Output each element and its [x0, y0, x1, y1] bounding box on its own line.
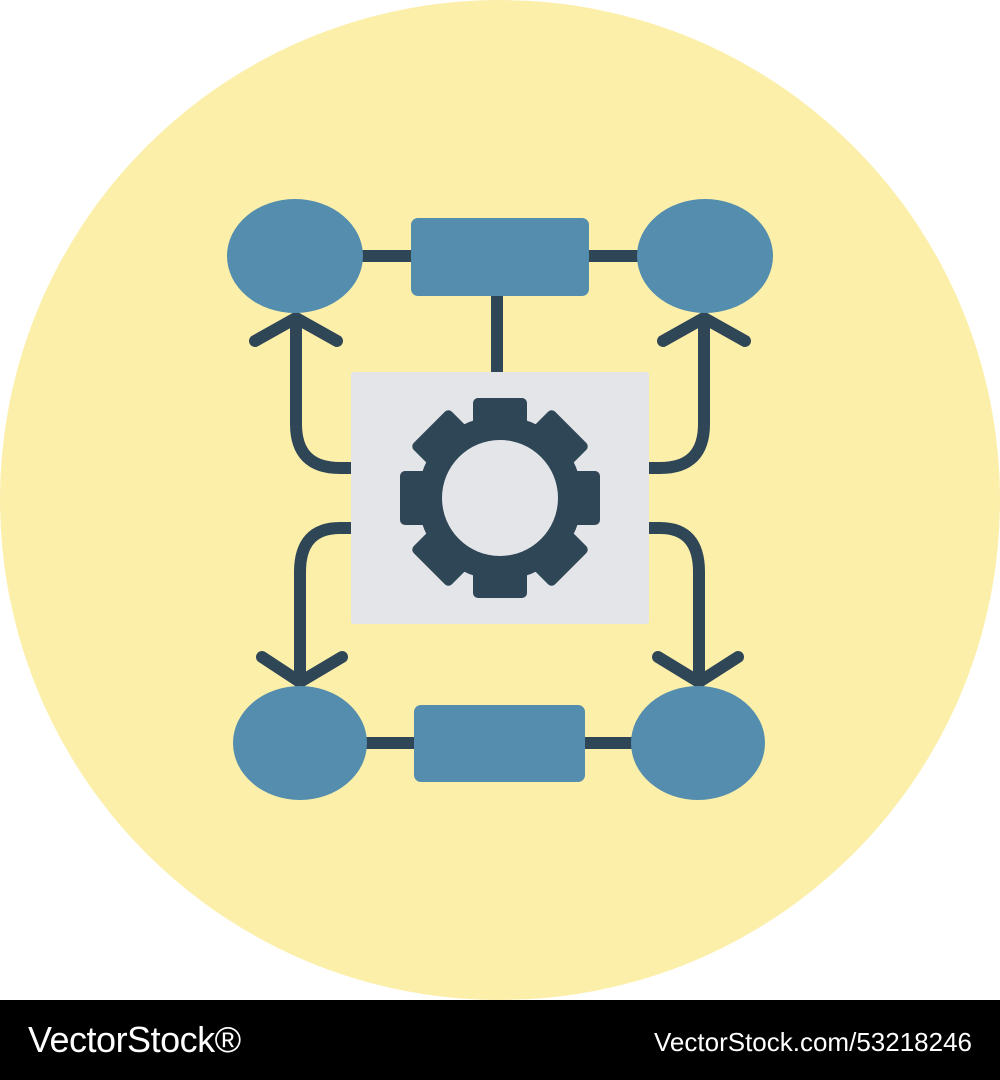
- bottom-rectangle-node: [414, 705, 585, 782]
- arrow-up-right: [642, 312, 710, 474]
- arrow-up-left: [290, 312, 358, 474]
- arrow-down-right-head: [652, 651, 744, 688]
- vectorstock-logo: VectorStock®: [28, 1019, 241, 1060]
- gear-icon: [400, 398, 600, 598]
- bottom-right-ellipse-node: [631, 686, 765, 800]
- illustration-canvas: [0, 0, 1000, 1000]
- arrow-down-left: [294, 522, 358, 688]
- gear-hole: [442, 440, 558, 556]
- top-rectangle-node: [411, 218, 589, 296]
- top-left-ellipse-node: [227, 199, 363, 313]
- top-right-ellipse-node: [637, 199, 773, 313]
- workflow-illustration: [0, 0, 1000, 1000]
- bottom-left-ellipse-node: [233, 686, 367, 800]
- arrow-down-left-head: [256, 651, 348, 688]
- arrow-up-left-head: [249, 312, 343, 347]
- stock-id-text: VectorStock.com/53218246: [654, 1027, 972, 1057]
- arrow-down-right: [642, 522, 705, 688]
- watermark-footer: VectorStock® VectorStock.com/53218246: [0, 1000, 1000, 1080]
- arrow-up-right-head: [657, 312, 751, 347]
